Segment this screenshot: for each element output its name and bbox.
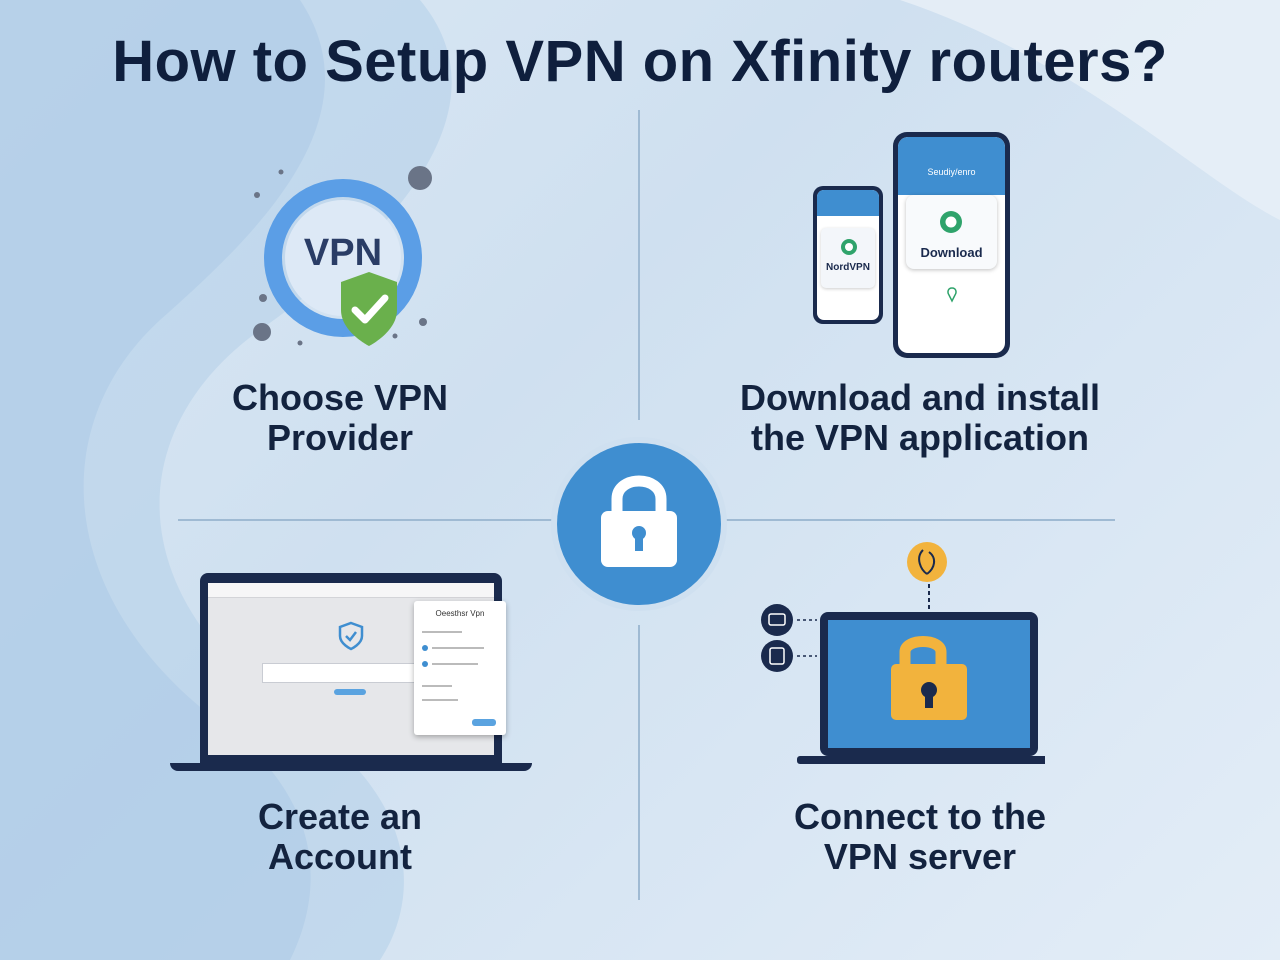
- step-label-connect: Connect to the VPN server: [740, 797, 1100, 877]
- phone-large: Seudiy/enro Download: [893, 132, 1010, 358]
- step-label-line2: VPN server: [823, 836, 1017, 877]
- app-logo-small-icon: [841, 239, 857, 255]
- step-label-line2: the VPN application: [750, 417, 1090, 458]
- phone-small-app-name: NordVPN: [826, 262, 870, 273]
- app-logo-large-icon: [940, 211, 962, 233]
- step-label-line2: Provider: [266, 417, 414, 458]
- step-label-choose: Choose VPN Provider: [170, 378, 510, 458]
- step-label-account: Create an Account: [170, 797, 510, 877]
- laptop-screen: Oeesthsr Vpn: [200, 573, 506, 763]
- step-label-line1: Connect to the: [794, 796, 1046, 837]
- signup-field[interactable]: [262, 663, 424, 683]
- laptop-base: [170, 763, 532, 771]
- step-label-line1: Download and install: [739, 377, 1101, 418]
- center-lock-circle: [557, 443, 721, 605]
- divider-bottom: [638, 625, 640, 900]
- shield-logo-icon: [338, 621, 364, 651]
- popup-title: Oeesthsr Vpn: [435, 609, 485, 618]
- page-title: How to Setup VPN on Xfinity routers?: [112, 29, 1168, 94]
- laptop-lock-icon: [761, 542, 1045, 764]
- phone-small: NordVPN: [813, 186, 883, 324]
- step-label-line1: Choose VPN: [231, 377, 449, 418]
- divider-left: [178, 519, 558, 521]
- location-pin-icon: [947, 287, 957, 303]
- step-label-download: Download and install the VPN application: [700, 378, 1140, 458]
- step-label-line1: Create an: [257, 796, 423, 837]
- phone-large-header: Seudiy/enro: [927, 167, 976, 177]
- padlock-icon: [601, 475, 677, 567]
- vpn-shield-icon: [253, 166, 432, 346]
- signup-button[interactable]: [334, 689, 366, 695]
- popup-confirm-button[interactable]: [472, 719, 496, 726]
- step-label-line2: Account: [268, 836, 412, 877]
- phone-download-button[interactable]: Download: [920, 245, 983, 260]
- divider-top: [638, 110, 640, 420]
- vpn-badge-text: VPN: [303, 232, 383, 274]
- divider-right: [720, 519, 1115, 521]
- signup-popup: Oeesthsr Vpn: [414, 601, 506, 735]
